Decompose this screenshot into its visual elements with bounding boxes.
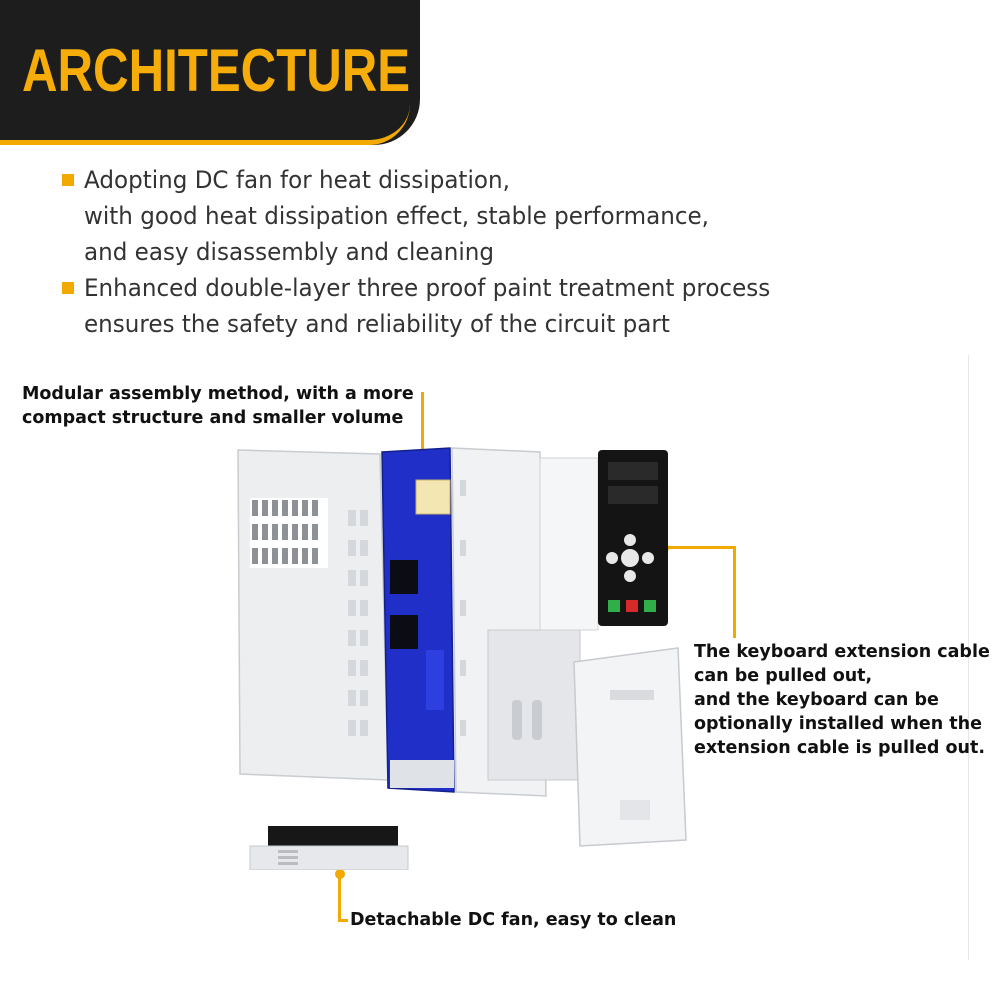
annotation-text-line: Detachable DC fan, easy to clean	[350, 910, 677, 930]
leader-line-keyboard-v	[733, 546, 736, 638]
annotation-fan: Detachable DC fan, easy to clean	[350, 908, 676, 932]
annotation-text-line: The keyboard extension cable	[694, 642, 990, 662]
divider	[968, 355, 969, 960]
feature-text-line: Adopting DC fan for heat dissipation,	[84, 166, 510, 194]
leader-line-fan-v	[338, 872, 341, 922]
page-title: ARCHITECTURE	[22, 37, 411, 104]
annotation-text-line: Modular assembly method, with a more	[22, 384, 414, 404]
inverter-exploded-illustration	[237, 447, 687, 870]
feature-list: Adopting DC fan for heat dissipation, wi…	[62, 162, 962, 342]
annotation-text-line: and the keyboard can be	[694, 690, 939, 710]
front-cover	[573, 647, 687, 847]
pcb-module	[381, 447, 455, 793]
keypad-panel	[598, 450, 668, 626]
feature-bullet: Adopting DC fan for heat dissipation, wi…	[62, 162, 962, 270]
feature-text-line: and easy disassembly and cleaning	[84, 238, 494, 266]
annotation-text-line: can be pulled out,	[694, 666, 873, 686]
middle-housing	[451, 447, 599, 797]
feature-text-line: Enhanced double-layer three proof paint …	[84, 274, 771, 302]
leader-line-fan-h	[338, 919, 348, 922]
bullet-square-icon	[62, 174, 74, 186]
feature-text-line: with good heat dissipation effect, stabl…	[84, 202, 710, 230]
fan-module	[249, 826, 409, 870]
banner-accent-stripe	[0, 104, 410, 145]
leader-line-keyboard-h	[664, 546, 736, 549]
annotation-text-line: compact structure and smaller volume	[22, 408, 404, 428]
header-banner: ARCHITECTURE	[0, 0, 420, 145]
annotation-text-line: optionally installed when the	[694, 714, 982, 734]
bullet-square-icon	[62, 282, 74, 294]
feature-text-line: ensures the safety and reliability of th…	[84, 310, 670, 338]
feature-bullet: Enhanced double-layer three proof paint …	[62, 270, 962, 342]
annotation-text-line: extension cable is pulled out.	[694, 738, 985, 758]
left-housing	[237, 449, 389, 781]
annotation-modular-assembly: Modular assembly method, with a more com…	[22, 382, 414, 430]
annotation-keyboard: The keyboard extension cable can be pull…	[694, 640, 990, 760]
leader-line-modular	[421, 392, 424, 482]
